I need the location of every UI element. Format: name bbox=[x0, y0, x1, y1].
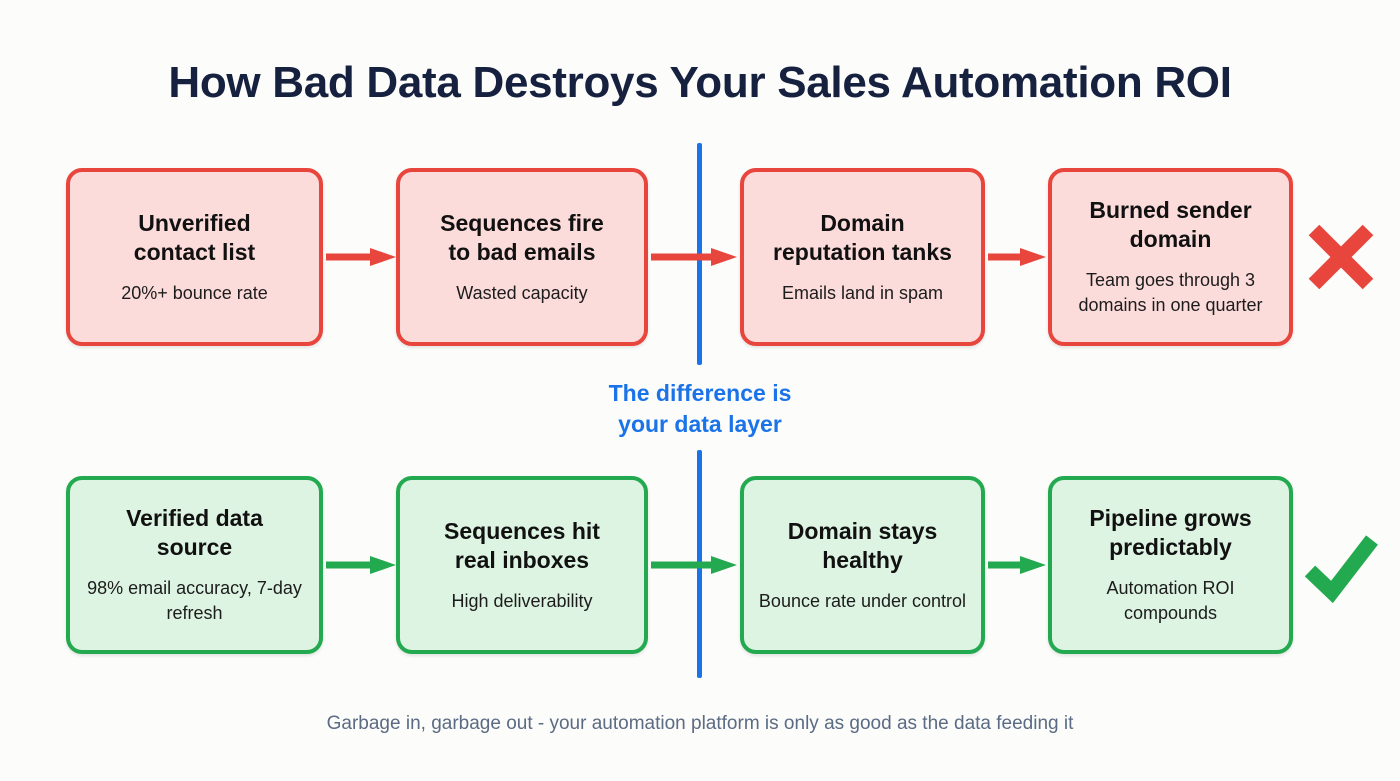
good-step-2-title: Sequences hit real inboxes bbox=[444, 517, 600, 575]
good-step-2-subtitle: High deliverability bbox=[451, 590, 593, 611]
bad-step-3: Domain reputation tanks Emails land in s… bbox=[740, 168, 985, 346]
bad-step-4: Burned sender domain Team goes through 3… bbox=[1048, 168, 1293, 346]
footer-caption: Garbage in, garbage out - your automatio… bbox=[326, 713, 1074, 734]
good-arrow-3 bbox=[988, 556, 1046, 574]
bad-path-row: Unverified contact list 20%+ bounce rate… bbox=[0, 168, 1400, 346]
good-arrow-2 bbox=[651, 556, 737, 574]
bad-step-2-title-line1: Sequences fire bbox=[440, 209, 604, 236]
bad-arrow-2 bbox=[651, 248, 737, 266]
good-step-4-title-line1: Pipeline grows bbox=[1089, 505, 1252, 531]
good-step-1-subtitle: 98% email accuracy, 7-day refresh bbox=[87, 578, 302, 623]
good-step-1-title-line2: source bbox=[156, 534, 233, 560]
good-step-3-title-line2: healthy bbox=[822, 546, 903, 573]
bad-step-2-title-line2: to bad emails bbox=[448, 238, 596, 265]
good-step-3-title: Domain stays healthy bbox=[788, 517, 938, 575]
bad-step-4-title-line2: domain bbox=[1129, 226, 1212, 252]
good-step-3-subtitle: Bounce rate under control bbox=[758, 590, 967, 611]
bad-step-2-title: Sequences fire to bad emails bbox=[440, 209, 604, 267]
good-step-4-subtitle: Automation ROI compounds bbox=[1106, 578, 1235, 623]
bad-step-3-title-line2: reputation tanks bbox=[773, 238, 952, 265]
divider-caption-line1: The difference is bbox=[608, 380, 792, 406]
bad-step-1-subtitle: 20%+ bounce rate bbox=[121, 282, 268, 303]
bad-step-4-title: Burned sender domain bbox=[1089, 196, 1251, 254]
check-icon bbox=[1304, 535, 1378, 604]
bad-step-1-title: Unverified contact list bbox=[134, 209, 255, 267]
good-step-2-title-line1: Sequences hit bbox=[444, 517, 600, 544]
bad-step-3-title-line1: Domain bbox=[820, 209, 905, 236]
bad-step-4-subtitle: Team goes through 3 domains in one quart… bbox=[1078, 270, 1263, 315]
good-step-1-title: Verified data source bbox=[126, 504, 263, 562]
bad-step-3-subtitle: Emails land in spam bbox=[781, 282, 944, 303]
good-step-4-title: Pipeline grows predictably bbox=[1089, 504, 1251, 562]
bad-arrow-3 bbox=[988, 248, 1046, 266]
good-step-1: Verified data source 98% email accuracy,… bbox=[66, 476, 323, 654]
cross-icon bbox=[1308, 224, 1374, 290]
bad-step-1: Unverified contact list 20%+ bounce rate bbox=[66, 168, 323, 346]
good-step-4: Pipeline grows predictably Automation RO… bbox=[1048, 476, 1293, 654]
good-step-2-title-line2: real inboxes bbox=[454, 546, 590, 573]
divider-caption: The difference is your data layer bbox=[540, 378, 860, 440]
bad-step-1-title-line1: Unverified bbox=[138, 209, 251, 236]
good-step-4-title-line2: predictably bbox=[1109, 534, 1232, 560]
good-path-row: Verified data source 98% email accuracy,… bbox=[0, 476, 1400, 654]
bad-step-3-title: Domain reputation tanks bbox=[773, 209, 952, 267]
bad-arrow-1 bbox=[326, 248, 396, 266]
good-step-1-title-line1: Verified data bbox=[126, 505, 263, 531]
bad-step-2-subtitle: Wasted capacity bbox=[456, 282, 588, 303]
good-step-2: Sequences hit real inboxes High delivera… bbox=[396, 476, 648, 654]
good-arrow-1 bbox=[326, 556, 396, 574]
bad-step-1-title-line2: contact list bbox=[133, 238, 256, 265]
page-title: How Bad Data Destroys Your Sales Automat… bbox=[168, 58, 1232, 107]
bad-step-2: Sequences fire to bad emails Wasted capa… bbox=[396, 168, 648, 346]
good-step-3: Domain stays healthy Bounce rate under c… bbox=[740, 476, 985, 654]
divider-caption-line2: your data layer bbox=[618, 411, 782, 437]
good-step-3-title-line1: Domain stays bbox=[787, 517, 938, 544]
bad-step-4-title-line1: Burned sender bbox=[1089, 197, 1252, 223]
